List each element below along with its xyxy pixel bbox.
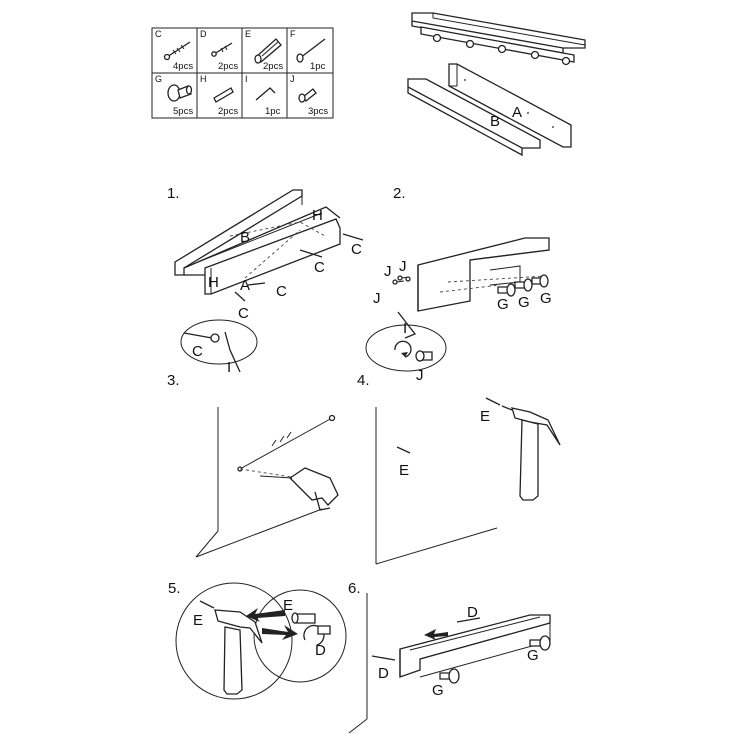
board-a-label: A	[512, 104, 522, 121]
arrow-icon	[424, 629, 448, 640]
peg-knob-icon	[432, 33, 571, 66]
short-screw-icon	[211, 42, 233, 57]
part-label-g: G	[527, 647, 539, 664]
wall-anchor-icon	[291, 612, 316, 624]
step-number: 5.	[168, 580, 181, 597]
part-letter: G	[155, 74, 162, 84]
peg-knob-icon	[497, 274, 549, 297]
long-screw-icon	[234, 233, 364, 302]
part-qty: 1pc	[265, 106, 281, 117]
part-label-g: G	[497, 296, 509, 313]
overview-board-a: A	[448, 63, 572, 148]
part-label-c: C	[238, 305, 249, 322]
step-4: 4. E E	[357, 372, 561, 565]
part-qty: 2pcs	[218, 106, 238, 117]
arrow-icon	[246, 608, 298, 640]
part-label-c: C	[351, 241, 362, 258]
part-qty: 4pcs	[173, 61, 193, 72]
part-cell-j: J 3pcs	[290, 74, 328, 117]
detail-label-c: C	[192, 343, 203, 360]
part-qty: 5pcs	[173, 106, 193, 117]
part-label-e: E	[399, 462, 409, 479]
part-label-g: G	[540, 290, 552, 307]
part-label-g: G	[518, 294, 530, 311]
step-3: 3.	[167, 372, 339, 558]
step-number: 2.	[393, 185, 406, 202]
part-qty: 2pcs	[263, 61, 283, 72]
step-6: 6. D D G G	[348, 580, 551, 734]
part-label-h: H	[208, 274, 219, 291]
part-letter: I	[245, 74, 248, 84]
wall-anchor-icon	[396, 397, 513, 454]
part-label-b: B	[240, 229, 250, 246]
parts-table: C 4pcs D 2pcs E 2pcs	[151, 27, 334, 119]
part-letter: H	[200, 74, 207, 84]
detail-hex-key-and-bolt: I J	[365, 311, 447, 384]
part-cell-e: E 2pcs	[245, 29, 283, 72]
part-label-j: J	[384, 263, 392, 280]
step-number: 4.	[357, 372, 370, 389]
part-label-e: E	[193, 612, 203, 629]
part-letter: D	[200, 29, 207, 39]
part-letter: E	[245, 29, 251, 39]
part-qty: 1pc	[310, 61, 326, 72]
wall-anchor-icon	[254, 38, 282, 64]
hammer-icon	[511, 407, 561, 501]
part-label-e: E	[283, 597, 293, 614]
part-letter: F	[290, 29, 296, 39]
step-1: 1. B A H H C C C C C	[167, 185, 364, 376]
part-qty: 2pcs	[218, 61, 238, 72]
bolt-icon	[298, 88, 317, 103]
part-cell-i: I 1pc	[245, 74, 281, 117]
step-2: 2. J J J G G G	[365, 185, 552, 384]
step-number: 6.	[348, 580, 361, 597]
detail-label-j: J	[416, 367, 424, 384]
part-letter: J	[290, 74, 295, 84]
part-qty: 3pcs	[308, 106, 328, 117]
detail-label-i: I	[403, 320, 407, 337]
part-label-g: G	[432, 682, 444, 699]
part-label-c: C	[276, 283, 287, 300]
overview-board-b: B	[407, 78, 541, 157]
part-label-a: A	[240, 277, 250, 294]
short-screw-icon	[371, 617, 481, 661]
part-label-d: D	[315, 642, 326, 659]
part-label-h: H	[312, 207, 323, 224]
peg-knob-icon	[439, 635, 551, 684]
step-5: 5. E E D	[168, 580, 347, 700]
rotation-icon	[303, 624, 331, 646]
part-letter: C	[155, 29, 162, 39]
nail-icon	[296, 38, 326, 63]
part-label-d: D	[378, 665, 389, 682]
step-number: 1.	[167, 185, 180, 202]
part-cell-f: F 1pc	[290, 29, 326, 72]
hex-key-icon	[255, 87, 276, 101]
drill-icon	[259, 467, 339, 511]
detail-label-i: I	[227, 359, 231, 376]
part-cell-h: H 2pcs	[200, 74, 238, 117]
bolt-icon	[392, 275, 411, 285]
part-label-j: J	[399, 258, 407, 275]
part-cell-c: C 4pcs	[155, 29, 193, 72]
hammer-icon	[199, 600, 263, 695]
board-b-label: B	[490, 113, 500, 130]
part-label-c: C	[314, 259, 325, 276]
peg-knob-icon	[167, 84, 193, 102]
part-label-e: E	[480, 408, 490, 425]
dowel-icon	[213, 87, 234, 103]
part-label-j: J	[373, 290, 381, 307]
part-label-d: D	[467, 604, 478, 621]
part-cell-d: D 2pcs	[200, 29, 238, 72]
part-cell-g: G 5pcs	[155, 74, 193, 117]
step-number: 3.	[167, 372, 180, 389]
overview-shelf-assembled	[411, 12, 586, 66]
detail-screw-and-hex-key: C I	[180, 319, 258, 376]
long-screw-icon	[163, 41, 191, 61]
